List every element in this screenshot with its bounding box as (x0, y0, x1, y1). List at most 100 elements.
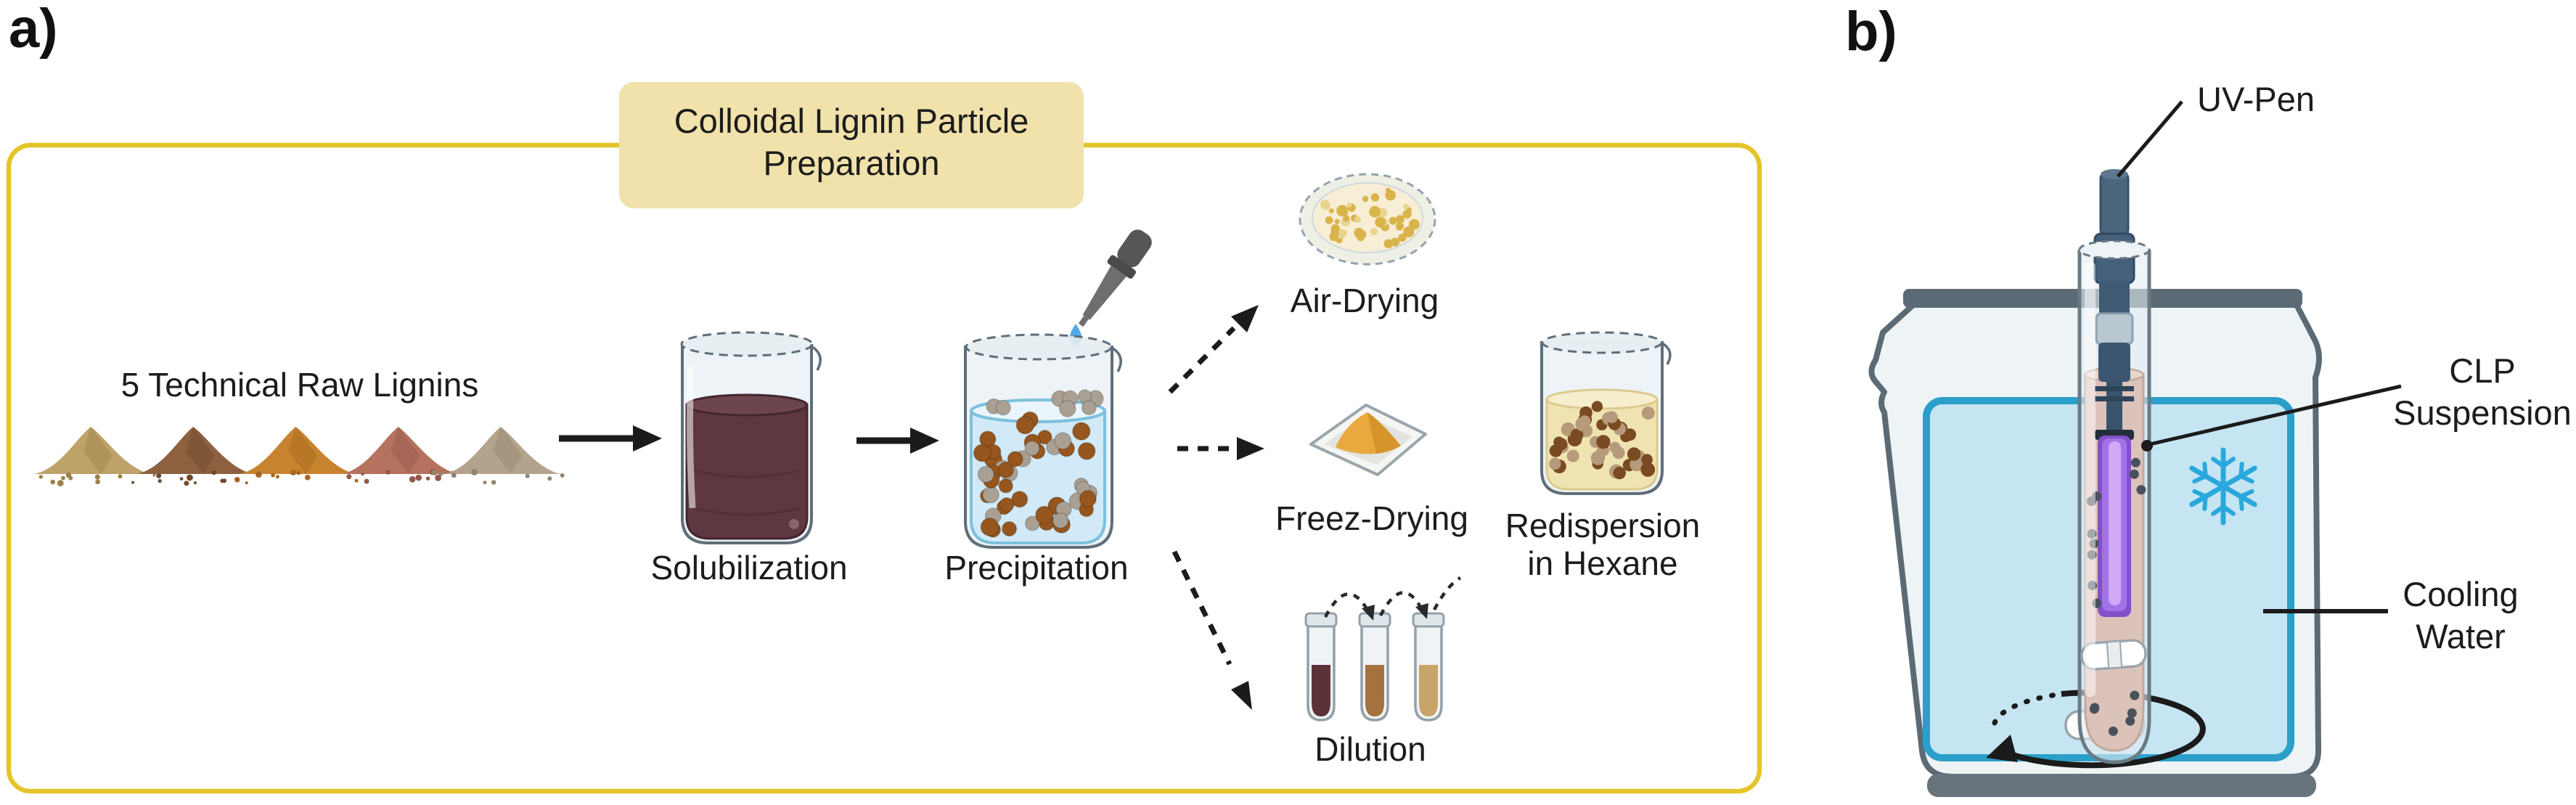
snowflake-arm (2218, 465, 2257, 491)
suspension-particle (2136, 485, 2146, 495)
clp-particle (999, 497, 1015, 513)
precipitation-particles (973, 389, 1104, 538)
lignin-powder-piles (34, 427, 565, 487)
redispersion-label-line1: Redispersion (1505, 507, 1701, 544)
air-dried-particle (1403, 204, 1409, 210)
snowflake-arm (2218, 482, 2257, 507)
air-dried-particle (1377, 218, 1383, 225)
lignin-powder-pile-icon (239, 427, 356, 474)
powder-speckle (271, 473, 275, 478)
powder-speckle (438, 472, 443, 476)
powder-speckle (304, 474, 311, 481)
arrow-to-precipitation (856, 428, 939, 454)
precipitation-beaker-icon (964, 333, 1122, 549)
powder-speckle (193, 481, 197, 485)
powder-speckle (187, 474, 193, 481)
redispersed-particle (1606, 411, 1618, 423)
powder-speckle (425, 476, 430, 481)
snowflake-branch (2192, 474, 2208, 484)
lignin-pile-shading (83, 427, 113, 474)
dilution-arc-1 (1324, 592, 1370, 618)
powder-speckle (118, 474, 123, 479)
powder-speckle (152, 473, 156, 477)
weigh-boat-icon (1309, 404, 1427, 476)
snowflake-branch (2202, 494, 2208, 511)
redispersion-label-line2: in Hexane (1527, 544, 1678, 582)
air-dried-particle (1346, 203, 1352, 208)
air-dried-particle (1403, 226, 1415, 237)
clp-particle (1015, 415, 1035, 435)
powder-speckle (415, 474, 422, 481)
panel-b-letter: b) (1845, 1, 1897, 62)
air-dried-particle (1362, 195, 1369, 203)
clp-particle (1072, 422, 1091, 441)
air-dried-particle (1330, 228, 1339, 237)
air-dried-particle (1334, 218, 1340, 224)
clp-particle (1052, 512, 1069, 529)
air-dried-particle (1370, 193, 1380, 202)
lignin-powder-pile-icon (341, 427, 458, 474)
lignin-powder-pile-icon (443, 427, 560, 474)
uv-pen-segment (2098, 343, 2130, 382)
solubilization-label: Solubilization (650, 549, 848, 587)
dilution-tubes-icon (1304, 576, 1462, 722)
stir-bar-in-tube-icon (2080, 639, 2147, 671)
powder-speckle (354, 478, 359, 483)
powder-speckle (433, 471, 437, 475)
cooling-water-label-line2: Water (2416, 617, 2506, 655)
bath-base-shadow (1927, 774, 2316, 797)
uv-pen-shaft (2106, 380, 2122, 438)
dashed-arrow-air-drying (1168, 305, 1259, 394)
clp-label-line2: Suspension (2393, 393, 2572, 432)
powder-speckle (65, 472, 72, 478)
redispersed-particle (1613, 466, 1626, 480)
clp-particle (998, 478, 1013, 494)
clp-particle (1058, 400, 1076, 417)
suspension-particle (2130, 690, 2140, 700)
air-dried-particle (1408, 218, 1420, 230)
lignin-powder-pile-icon (34, 427, 150, 474)
clp-particle (1011, 491, 1029, 508)
powder-speckle (547, 476, 552, 481)
snowflake-branch (2221, 504, 2236, 516)
clp-particle (1001, 520, 1018, 537)
raw-lignins-label: 5 Technical Raw Lignins (120, 366, 479, 404)
redispersed-particle (1627, 447, 1641, 461)
clp-particle (973, 444, 991, 462)
panel-a-title-box (619, 82, 1084, 208)
redispersed-particle (1640, 462, 1656, 477)
redispersed-particle (1624, 428, 1637, 441)
powder-speckle (560, 473, 565, 478)
suspension-particle (2108, 726, 2118, 736)
powder-speckle (275, 475, 279, 479)
air-dried-particle (1328, 208, 1334, 213)
uv-pen-segment (2099, 282, 2130, 315)
powder-speckle (57, 480, 64, 487)
powder-speckle (255, 471, 262, 478)
powder-speckle (361, 472, 364, 476)
clp-tube-icon (2077, 169, 2151, 764)
air-dried-particle (1398, 233, 1407, 242)
air-dried-particle (1402, 210, 1412, 219)
clp-particle (982, 486, 999, 504)
air-dried-particle (1383, 239, 1394, 249)
clp-label-line1: CLP (2449, 351, 2516, 390)
air-dried-particle (1396, 215, 1404, 224)
uv-pen-icon (2093, 169, 2135, 438)
snowflake-branch (2238, 489, 2254, 499)
powder-speckle (179, 477, 184, 481)
dilution-liquid-medium (1365, 665, 1384, 716)
redispersed-particle (1590, 451, 1606, 465)
dilution-arc-2 (1379, 591, 1425, 617)
clp-particle (1024, 515, 1040, 531)
air-dried-particle (1354, 216, 1362, 224)
uv-pen-segment (2095, 312, 2134, 346)
snowflake-icon (2189, 447, 2257, 526)
powder-speckle (409, 475, 416, 483)
powder-speckle (435, 474, 442, 481)
solubilization-beaker-icon (680, 331, 822, 544)
air-dried-particle (1357, 234, 1365, 242)
dilution-liquid-dark (1312, 665, 1330, 716)
